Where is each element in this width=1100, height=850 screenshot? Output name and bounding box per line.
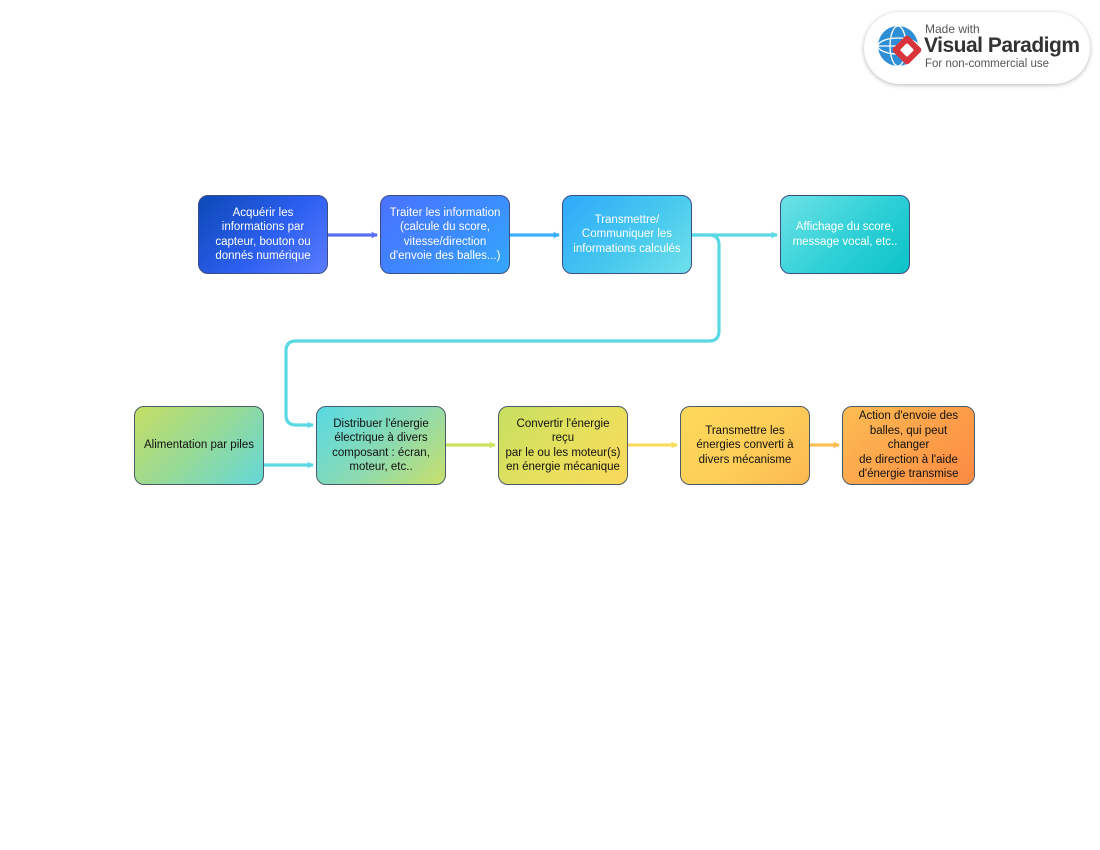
node-text-line: (calcule du score, — [399, 221, 491, 233]
node-text: Transmettre les énergies converti à dive… — [696, 424, 793, 468]
node-text: Traiter les information (calcule du scor… — [390, 206, 501, 264]
node-transmit-energy[interactable]: Transmettre les énergies converti à dive… — [680, 406, 810, 485]
node-convert-energy[interactable]: Convertir l'énergie reçu par le ou les m… — [498, 406, 628, 485]
watermark-made-with: Made with — [925, 22, 980, 36]
node-text-line: Communiquer les — [581, 228, 673, 241]
watermark-badge: Made with Visual Paradigm For non-commer… — [864, 12, 1090, 84]
node-text-line: d'énergie transmise — [858, 468, 959, 481]
node-text-line: en énergie mécanique — [506, 461, 620, 473]
node-text: Action d'envoie des balles, qui peut cha… — [848, 409, 969, 482]
node-text-line: Convertir l'énergie reçu — [516, 417, 610, 445]
node-text: Acquérir les informations par capteur, b… — [215, 206, 310, 264]
connector-n3-n6 — [284, 233, 721, 429]
node-text-line: informations par — [221, 221, 305, 233]
node-text-line: Affichage du score, — [795, 221, 895, 233]
node-text-line: d'envoie des balles...) — [389, 250, 501, 262]
node-text-line: divers mécanisme — [698, 453, 792, 466]
visual-paradigm-logo-icon — [877, 25, 922, 67]
node-text-line: énergies converti à — [696, 439, 794, 452]
node-text-line: moteur, etc.. — [349, 461, 413, 473]
node-text-line: Action d'envoie des — [858, 410, 959, 423]
node-transmit-information[interactable]: Transmettre/ Communiquer les information… — [562, 195, 692, 274]
watermark-brand: Visual Paradigm — [924, 34, 1080, 57]
node-text-line: donnés numérique — [215, 250, 311, 262]
node-launch-balls[interactable]: Action d'envoie des balles, qui peut cha… — [842, 406, 975, 485]
node-text: Distribuer l'énergie électrique à divers… — [332, 417, 430, 475]
logo-diamond-inner — [900, 43, 914, 57]
node-text-line: Transmettre/ — [594, 213, 660, 226]
node-text-line: capteur, bouton ou — [215, 235, 311, 248]
node-text-line: Distribuer l'énergie — [333, 417, 429, 430]
node-text: Convertir l'énergie reçu par le ou les m… — [504, 417, 622, 475]
node-battery-power[interactable]: Alimentation par piles — [134, 406, 264, 485]
node-text-line: composant : écran, — [332, 446, 430, 459]
node-text-line: vitesse/direction — [403, 235, 487, 248]
node-text: Alimentation par piles — [144, 438, 254, 453]
watermark-note: For non-commercial use — [925, 58, 1049, 70]
node-display-score[interactable]: Affichage du score, message vocal, etc.. — [780, 195, 910, 274]
node-text-line: Traiter les information — [389, 206, 501, 219]
node-text-line: par le ou les moteur(s) — [505, 446, 621, 459]
node-process-information[interactable]: Traiter les information (calcule du scor… — [380, 195, 510, 274]
node-text-line: de direction à l'aide — [859, 453, 958, 466]
node-text-line: électrique à divers — [334, 432, 428, 444]
node-acquire-information[interactable]: Acquérir les informations par capteur, b… — [198, 195, 328, 274]
node-text: Affichage du score, message vocal, etc.. — [793, 220, 898, 249]
node-text: Transmettre/ Communiquer les information… — [573, 213, 680, 257]
node-text-line: balles, qui peut changer — [869, 424, 948, 452]
node-text-line: Transmettre les — [705, 424, 785, 437]
node-distribute-energy[interactable]: Distribuer l'énergie électrique à divers… — [316, 406, 446, 485]
node-text-line: informations calculés — [573, 242, 681, 255]
node-text-line: Acquérir les — [232, 206, 294, 219]
node-text-line: message vocal, etc.. — [792, 235, 898, 248]
node-text-line: Alimentation par piles — [144, 439, 254, 452]
